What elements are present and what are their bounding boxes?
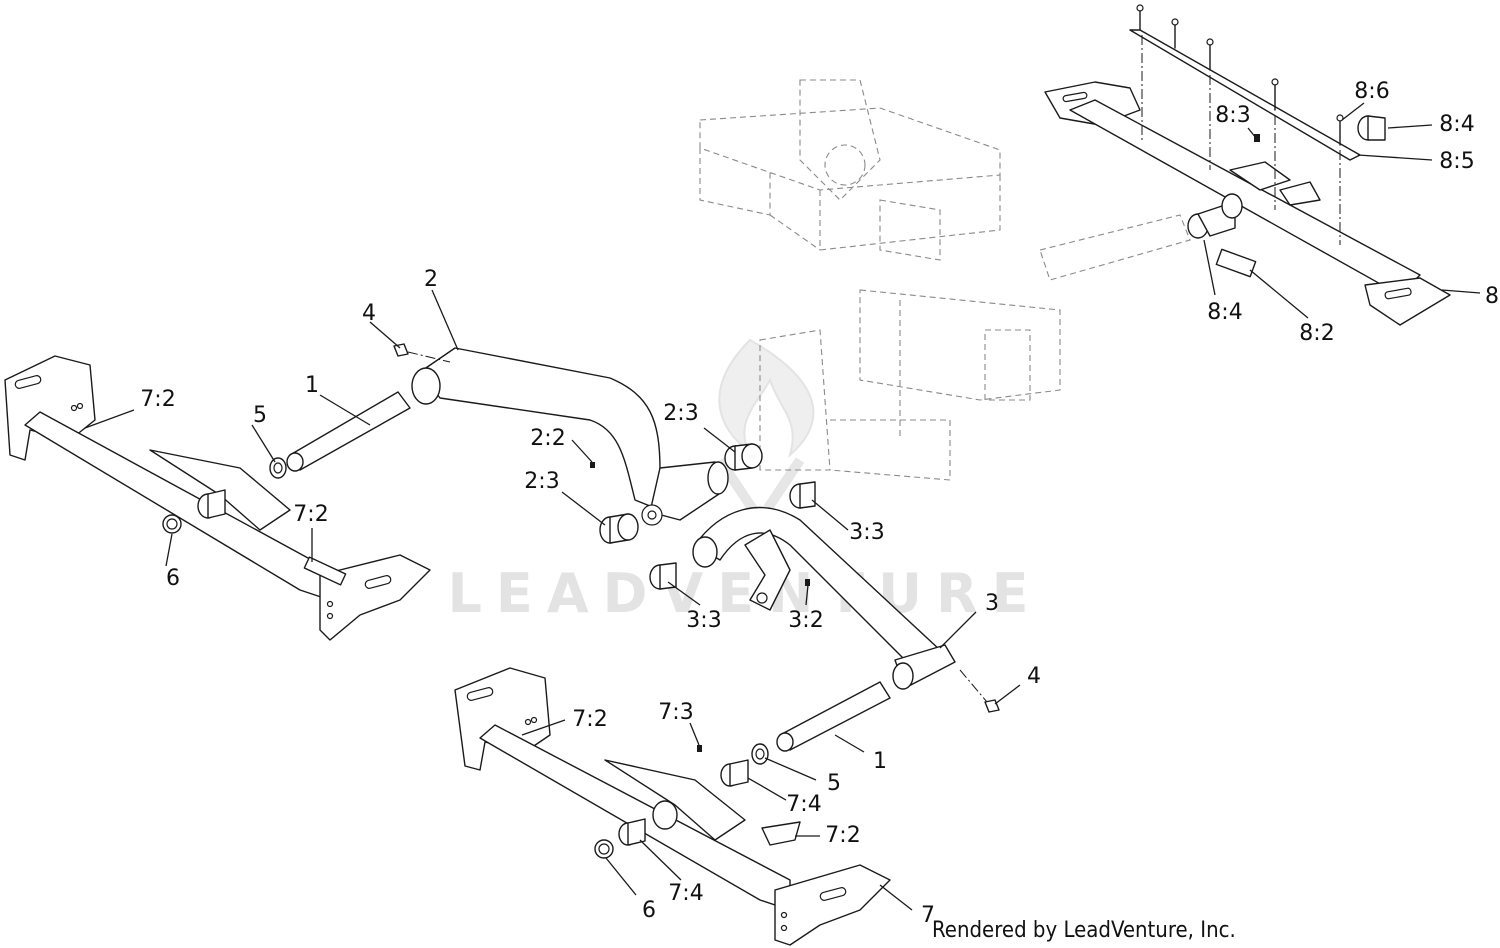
leader-lines (84, 102, 1481, 911)
part-5-washer-upper[interactable] (269, 457, 287, 479)
callout-5-lower: 5 (827, 771, 841, 796)
part-8-3-fitting[interactable] (1254, 134, 1260, 142)
part-7-frame-lower[interactable] (454, 667, 891, 946)
callout-7-4-b: 7:4 (668, 881, 703, 906)
part-4-bolt-lower[interactable] (959, 669, 1000, 713)
part-6-clip-upper[interactable] (162, 514, 182, 534)
callout-8-5: 8:5 (1439, 149, 1474, 174)
callout-8-4-left: 8:4 (1207, 300, 1242, 325)
callout-3: 3 (985, 591, 999, 616)
part-1-pin-lower[interactable] (776, 681, 891, 752)
part-3-lower-arm[interactable] (692, 506, 956, 690)
part-6-clip-lower[interactable] (594, 839, 614, 859)
part-2-3-bushing-right[interactable] (724, 443, 763, 471)
part-7-4-bushing-lower-b[interactable] (618, 818, 646, 846)
callout-4-upper: 4 (362, 301, 376, 326)
part-8-6-bolts[interactable] (1136, 4, 1344, 245)
part-2-3-bushing-left[interactable] (599, 513, 639, 544)
watermark-flame-icon (718, 338, 815, 458)
callout-2-2: 2:2 (530, 426, 565, 451)
part-8-4-bushing-lower[interactable] (1187, 193, 1243, 239)
part-8-4-bushing-top[interactable] (1357, 115, 1386, 141)
callout-7-4-a: 7:4 (786, 792, 821, 817)
watermark: LEADVENTURE (448, 338, 1043, 625)
callout-3-2: 3:2 (788, 608, 823, 633)
callout-8-4-right: 8:4 (1439, 112, 1474, 137)
part-4-bolt-upper[interactable] (393, 343, 451, 363)
callout-7-2-c: 7:2 (572, 707, 607, 732)
chassis-frame-reference (699, 79, 1191, 481)
callout-7-2-d: 7:2 (825, 823, 860, 848)
watermark-text: LEADVENTURE (448, 562, 1043, 625)
callout-2-3-left: 2:3 (524, 469, 559, 494)
callout-7: 7 (921, 903, 935, 928)
part-1-pin-upper[interactable] (286, 391, 411, 472)
part-3-3-bushing-upper[interactable] (789, 481, 816, 509)
render-credit: Rendered by LeadVenture, Inc. (932, 918, 1236, 943)
part-7-4-bushing-lower-a[interactable] (720, 759, 749, 787)
part-3-2-grease-fitting[interactable] (805, 579, 810, 586)
callout-8-3: 8:3 (1215, 103, 1250, 128)
callout-6-lower: 6 (642, 898, 656, 923)
callout-5-upper: 5 (253, 403, 267, 428)
callout-8: 8 (1485, 284, 1499, 309)
callout-4-lower: 4 (1027, 664, 1041, 689)
part-3-3-bushing-lower[interactable] (649, 562, 677, 590)
part-7-3-grease-fitting[interactable] (697, 745, 702, 752)
callout-2: 2 (424, 267, 438, 292)
callout-labels: 1 2 3 4 4 5 5 1 6 6 7 8 2:2 2:3 2:3 3:2 … (140, 79, 1499, 928)
callout-1-lower: 1 (873, 749, 887, 774)
part-2-upper-arm[interactable] (411, 347, 729, 526)
callout-7-2-a: 7:2 (140, 387, 175, 412)
callout-8-2: 8:2 (1299, 321, 1334, 346)
part-7-frame-upper-tube-ring (652, 800, 678, 830)
part-5-washer-lower[interactable] (751, 743, 769, 765)
callout-1-upper: 1 (305, 373, 319, 398)
callout-6-upper: 6 (166, 566, 180, 591)
callout-3-3-left: 3:3 (686, 608, 721, 633)
part-8-cross-bar[interactable] (1044, 81, 1451, 326)
callout-7-2-b: 7:2 (293, 502, 328, 527)
callout-2-3-right: 2:3 (663, 401, 698, 426)
callout-3-3-right: 3:3 (849, 520, 884, 545)
callout-7-3: 7:3 (658, 700, 693, 725)
callout-8-6: 8:6 (1354, 79, 1389, 104)
part-7-frame-upper[interactable] (4, 355, 431, 641)
part-2-2-grease-fitting[interactable] (590, 462, 595, 468)
part-7-4-bushing-upper[interactable] (197, 489, 226, 519)
